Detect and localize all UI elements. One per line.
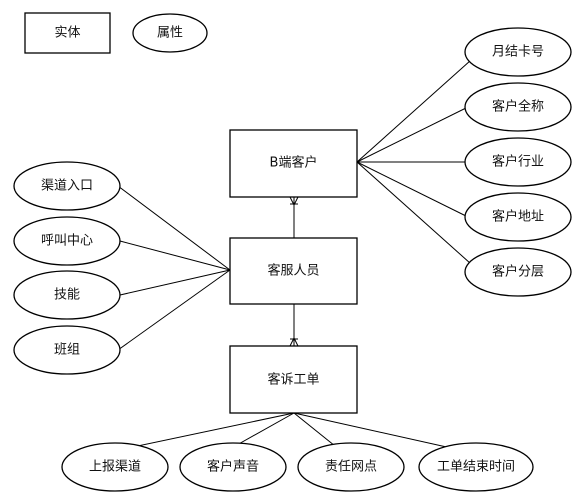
attribute-label: 客户声音 <box>207 459 259 475</box>
entity-service-staff-label: 客服人员 <box>267 263 319 279</box>
edges-service-staff-attributes <box>117 185 231 351</box>
relationship-service-staff-b-customer <box>289 196 299 238</box>
attribute-label: 客户地址 <box>492 209 544 225</box>
attribute-b-customer-0: 月结卡号 <box>464 27 572 77</box>
attribute-label: 呼叫中心 <box>41 234 93 249</box>
attribute-label: 客户行业 <box>492 154 544 170</box>
entity-complaint-ticket-label: 客诉工单 <box>267 372 319 388</box>
attribute-label: 班组 <box>54 343 80 358</box>
attribute-complaint-ticket-3: 工单结束时间 <box>418 442 534 492</box>
edge-service-staff-attr-2 <box>119 269 231 296</box>
attribute-b-customer-3: 客户地址 <box>464 192 572 242</box>
edge-service-staff-attr-1 <box>119 240 231 271</box>
legend-attribute-label: 属性 <box>157 26 183 41</box>
legend-attribute: 属性 <box>132 13 208 53</box>
edge-b-customer-attr-3 <box>356 161 469 218</box>
attribute-complaint-ticket-1: 客户声音 <box>179 442 287 492</box>
entity-service-staff: 客服人员 <box>229 237 358 305</box>
edge-b-customer-attr-1 <box>356 106 469 163</box>
edge-complaint-ticket-attr-3 <box>293 412 461 451</box>
relationship-complaint-ticket-service-staff <box>289 304 299 347</box>
attribute-service-staff-0: 渠道入口 <box>13 161 121 211</box>
attribute-label: 上报渠道 <box>89 460 141 475</box>
crow-foot-icon <box>289 196 299 207</box>
edge-b-customer-attr-0 <box>356 51 481 163</box>
legend: 实体 属性 <box>24 12 208 54</box>
attribute-service-staff-2: 技能 <box>13 270 121 320</box>
edge-complaint-ticket-attr-0 <box>113 412 295 452</box>
entity-complaint-ticket: 客诉工单 <box>229 345 358 414</box>
legend-entity-label: 实体 <box>54 26 80 41</box>
attribute-label: 客户分层 <box>492 264 544 280</box>
attribute-b-customer-1: 客户全称 <box>464 82 572 132</box>
attribute-b-customer-4: 客户分层 <box>464 247 572 297</box>
crow-foot-icon <box>289 336 299 347</box>
attribute-complaint-ticket-2: 责任网点 <box>297 442 405 492</box>
edge-service-staff-attr-0 <box>117 185 231 271</box>
attribute-complaint-ticket-0: 上报渠道 <box>61 442 169 492</box>
entity-b-customer-label: B端客户 <box>270 155 318 171</box>
legend-entity: 实体 <box>24 12 111 54</box>
edge-service-staff-attr-3 <box>117 269 231 351</box>
attribute-service-staff-3: 班组 <box>13 325 121 375</box>
attribute-label: 客户全称 <box>492 99 544 115</box>
edges-complaint-ticket-attributes <box>113 412 461 452</box>
attribute-label: 渠道入口 <box>41 179 93 194</box>
attribute-label: 责任网点 <box>325 460 377 475</box>
edge-b-customer-attr-4 <box>356 161 481 273</box>
attribute-label: 月结卡号 <box>492 45 544 60</box>
edges-b-customer-attributes <box>356 51 481 273</box>
entity-b-customer: B端客户 <box>229 129 358 198</box>
attribute-b-customer-2: 客户行业 <box>464 137 572 187</box>
attribute-service-staff-1: 呼叫中心 <box>13 216 121 266</box>
attribute-label: 技能 <box>54 288 80 303</box>
attribute-label: 工单结束时间 <box>437 460 515 475</box>
